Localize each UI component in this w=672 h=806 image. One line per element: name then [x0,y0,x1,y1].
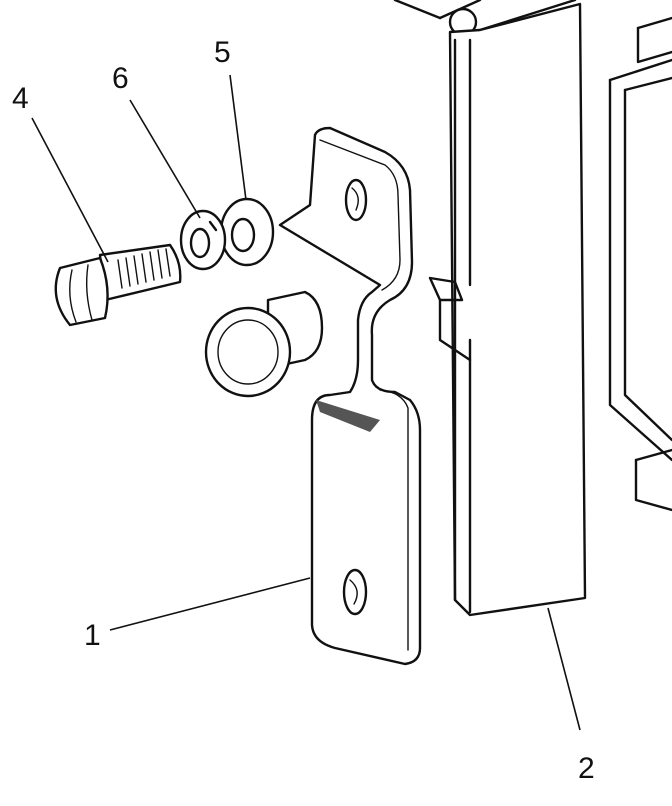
part-6-lock-washer [179,209,227,271]
callout-part-6: 6 [112,62,129,95]
part-4-bolt [54,243,182,327]
leader-part-1 [109,577,311,631]
callout-part-5: 5 [214,36,231,69]
callout-part-1: 1 [84,619,101,652]
leader-part-4 [31,117,109,263]
hinge-pin [204,290,324,398]
leader-part-6 [129,99,201,219]
callout-part-4: 4 [12,82,29,115]
part-5-flat-washer [219,197,275,267]
leader-part-5 [229,74,247,201]
leader-lines [31,74,581,731]
part-1-hinge-plate [278,126,422,666]
callout-part-2: 2 [578,752,595,785]
part-2-frame-rail [393,0,672,617]
leader-part-2 [547,607,581,731]
